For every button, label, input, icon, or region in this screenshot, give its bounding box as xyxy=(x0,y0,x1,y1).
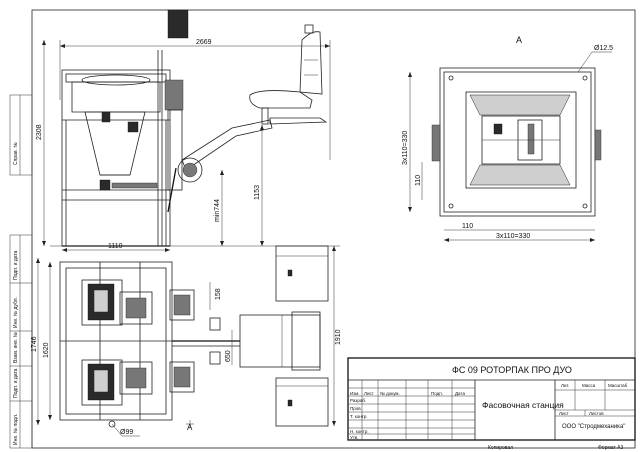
dim-bolt-dia: Ø12.5 xyxy=(594,45,613,52)
stamp-sprav: Справ. № xyxy=(13,142,19,165)
tb-row-utv: Утв. xyxy=(350,435,359,440)
dim-plan-total: 1910 xyxy=(335,329,342,345)
tb-product: ФС 09 РОТОРПАК ПРО ДУО xyxy=(452,365,572,375)
dim-plan-side: 1746 xyxy=(31,336,38,352)
dim-seat-height: 1153 xyxy=(254,185,261,200)
tb-col-date: Дата xyxy=(455,391,465,396)
dim-650: 650 xyxy=(225,350,232,362)
title-block: ФС 09 РОТОРПАК ПРО ДУО Фасовочная станци… xyxy=(347,357,636,451)
stamp-vzam-inv: Взам. инв. № xyxy=(13,332,19,363)
section-a-label: A xyxy=(187,423,193,432)
dim-section-v: 3x110=330 xyxy=(402,131,409,165)
stamp-inv-dubl: Инв. № дубл. xyxy=(13,297,19,328)
tb-lit: Лит. xyxy=(561,383,569,388)
tb-col-sign: Подп. xyxy=(431,391,443,396)
dim-plan-inner: 1620 xyxy=(43,342,50,358)
tb-row-prov: Пров. xyxy=(350,406,362,411)
view-a: A Ø12.5 3x110=330 110 110 xyxy=(402,35,613,242)
top-stamp-box xyxy=(167,9,189,39)
tb-col-izm: Изм. xyxy=(350,391,360,396)
dim-hole-dia: Ø99 xyxy=(120,429,133,436)
stamp-inv-podl: Инв. № подл. xyxy=(13,414,19,445)
tb-name: Фасовочная станция xyxy=(482,400,564,410)
side-elevation-view: 2669 2308 xyxy=(36,24,340,252)
tb-sheet: Лист xyxy=(559,411,569,416)
tb-format: Формат А3 xyxy=(598,445,623,451)
sheet-border xyxy=(31,9,636,449)
tb-copied: Копировал xyxy=(488,445,513,451)
tb-company: ООО "Стродмеханика" xyxy=(562,424,625,430)
dim-section-h: 3x110=330 xyxy=(496,233,530,240)
dim-158: 158 xyxy=(215,288,222,300)
dim-pitch-v: 110 xyxy=(415,175,422,186)
stamp-podp-data-2: Подп. и дата xyxy=(13,250,19,280)
view-a-label: A xyxy=(516,35,522,45)
tb-row-nkontr: Н. контр. xyxy=(350,429,369,434)
dim-pitch-h: 110 xyxy=(462,223,473,230)
stamp-podp-data-1: Подп. и дата xyxy=(13,368,19,398)
tb-row-tkontr: Т. контр. xyxy=(350,414,368,419)
dim-base-width: 1110 xyxy=(108,243,123,250)
tb-masshtab: Масштаб xyxy=(608,383,628,388)
plan-view: 1746 1620 xyxy=(31,245,342,437)
side-stamp: Инв. № подл. Подп. и дата Взам. инв. № И… xyxy=(9,94,33,449)
tb-massa: Масса xyxy=(582,383,596,388)
tb-sheets: Листов xyxy=(589,411,604,416)
dim-overall-length: 2669 xyxy=(196,39,212,46)
tb-row-razrab: Разраб. xyxy=(350,398,366,403)
dim-height: 2308 xyxy=(36,124,43,140)
dim-min-height: min744 xyxy=(214,199,221,222)
tb-col-list: Лист xyxy=(364,391,374,396)
tb-col-doc: № докум. xyxy=(380,391,400,396)
